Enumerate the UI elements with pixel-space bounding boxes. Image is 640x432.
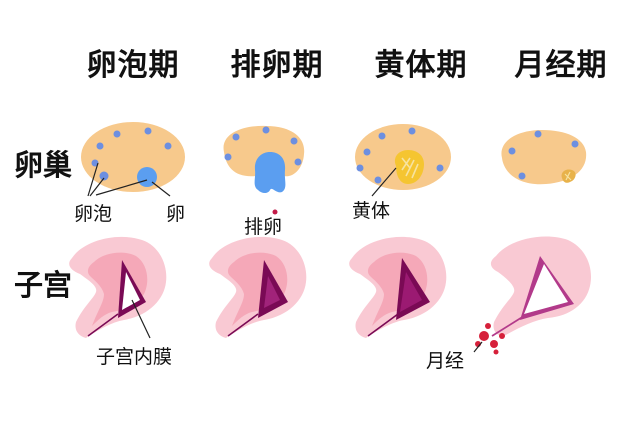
phase-title-menstrual: 月经期 bbox=[514, 48, 608, 83]
label-corpus-luteum: 黄体 bbox=[352, 200, 391, 222]
uterus-ovulation bbox=[209, 236, 307, 338]
ovary-follicular bbox=[81, 122, 185, 192]
follicle-pointer-lines bbox=[87, 162, 171, 197]
blood-drops bbox=[475, 323, 505, 355]
phase-title-luteal: 黄体期 bbox=[374, 48, 468, 83]
label-menstruation: 月经 bbox=[426, 350, 465, 372]
endometrium-pointer-line bbox=[131, 299, 151, 339]
ovary-luteal bbox=[355, 124, 451, 190]
label-egg: 卵 bbox=[166, 203, 186, 225]
uterus-menstrual bbox=[490, 236, 592, 337]
row-label-ovary: 卵巢 bbox=[14, 148, 73, 182]
ovary-ovulation bbox=[223, 125, 305, 215]
menstruation-pointer-line bbox=[473, 341, 483, 353]
label-follicle: 卵泡 bbox=[74, 203, 113, 225]
phase-title-follicular: 卵泡期 bbox=[86, 48, 180, 83]
label-endometrium: 子宫内膜 bbox=[96, 346, 173, 368]
label-ovulation: 排卵 bbox=[244, 216, 283, 238]
ovary-menstrual bbox=[501, 130, 587, 185]
phase-title-ovulation: 排卵期 bbox=[230, 48, 324, 83]
uterus-follicular bbox=[69, 236, 167, 338]
row-label-uterus: 子宫 bbox=[14, 268, 73, 302]
luteum-pointer-line bbox=[371, 167, 397, 197]
uterus-luteal bbox=[349, 236, 447, 338]
